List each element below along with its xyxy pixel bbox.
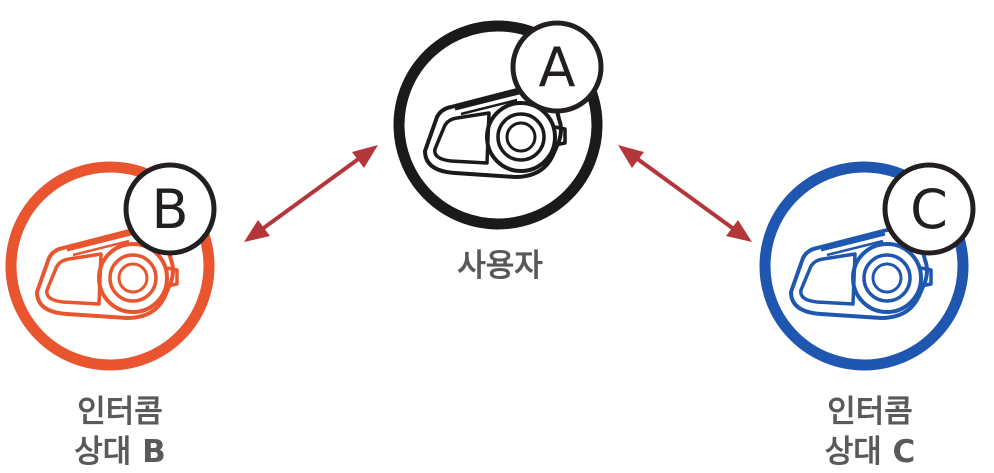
node-b-label-line1: 인터콤 bbox=[30, 392, 210, 432]
node-c-letter: C bbox=[910, 178, 948, 241]
node-c-label-line1: 인터콤 bbox=[780, 392, 960, 432]
node-a-label: 사용자 bbox=[410, 246, 590, 286]
connection-a-b bbox=[244, 145, 378, 242]
node-a-letter: A bbox=[539, 36, 576, 99]
node-a-caption: 사용자 bbox=[410, 246, 590, 286]
node-b-letter: B bbox=[151, 178, 188, 241]
node-c: C bbox=[765, 165, 973, 365]
node-b: B bbox=[11, 165, 214, 365]
node-c-caption: 인터콤 상대 C bbox=[780, 392, 960, 472]
node-b-caption: 인터콤 상대 B bbox=[30, 392, 210, 472]
node-b-label-line2: 상대 B bbox=[30, 432, 210, 472]
node-c-label-line2: 상대 C bbox=[780, 432, 960, 472]
connection-a-c bbox=[618, 145, 752, 242]
node-a: A bbox=[399, 23, 601, 224]
